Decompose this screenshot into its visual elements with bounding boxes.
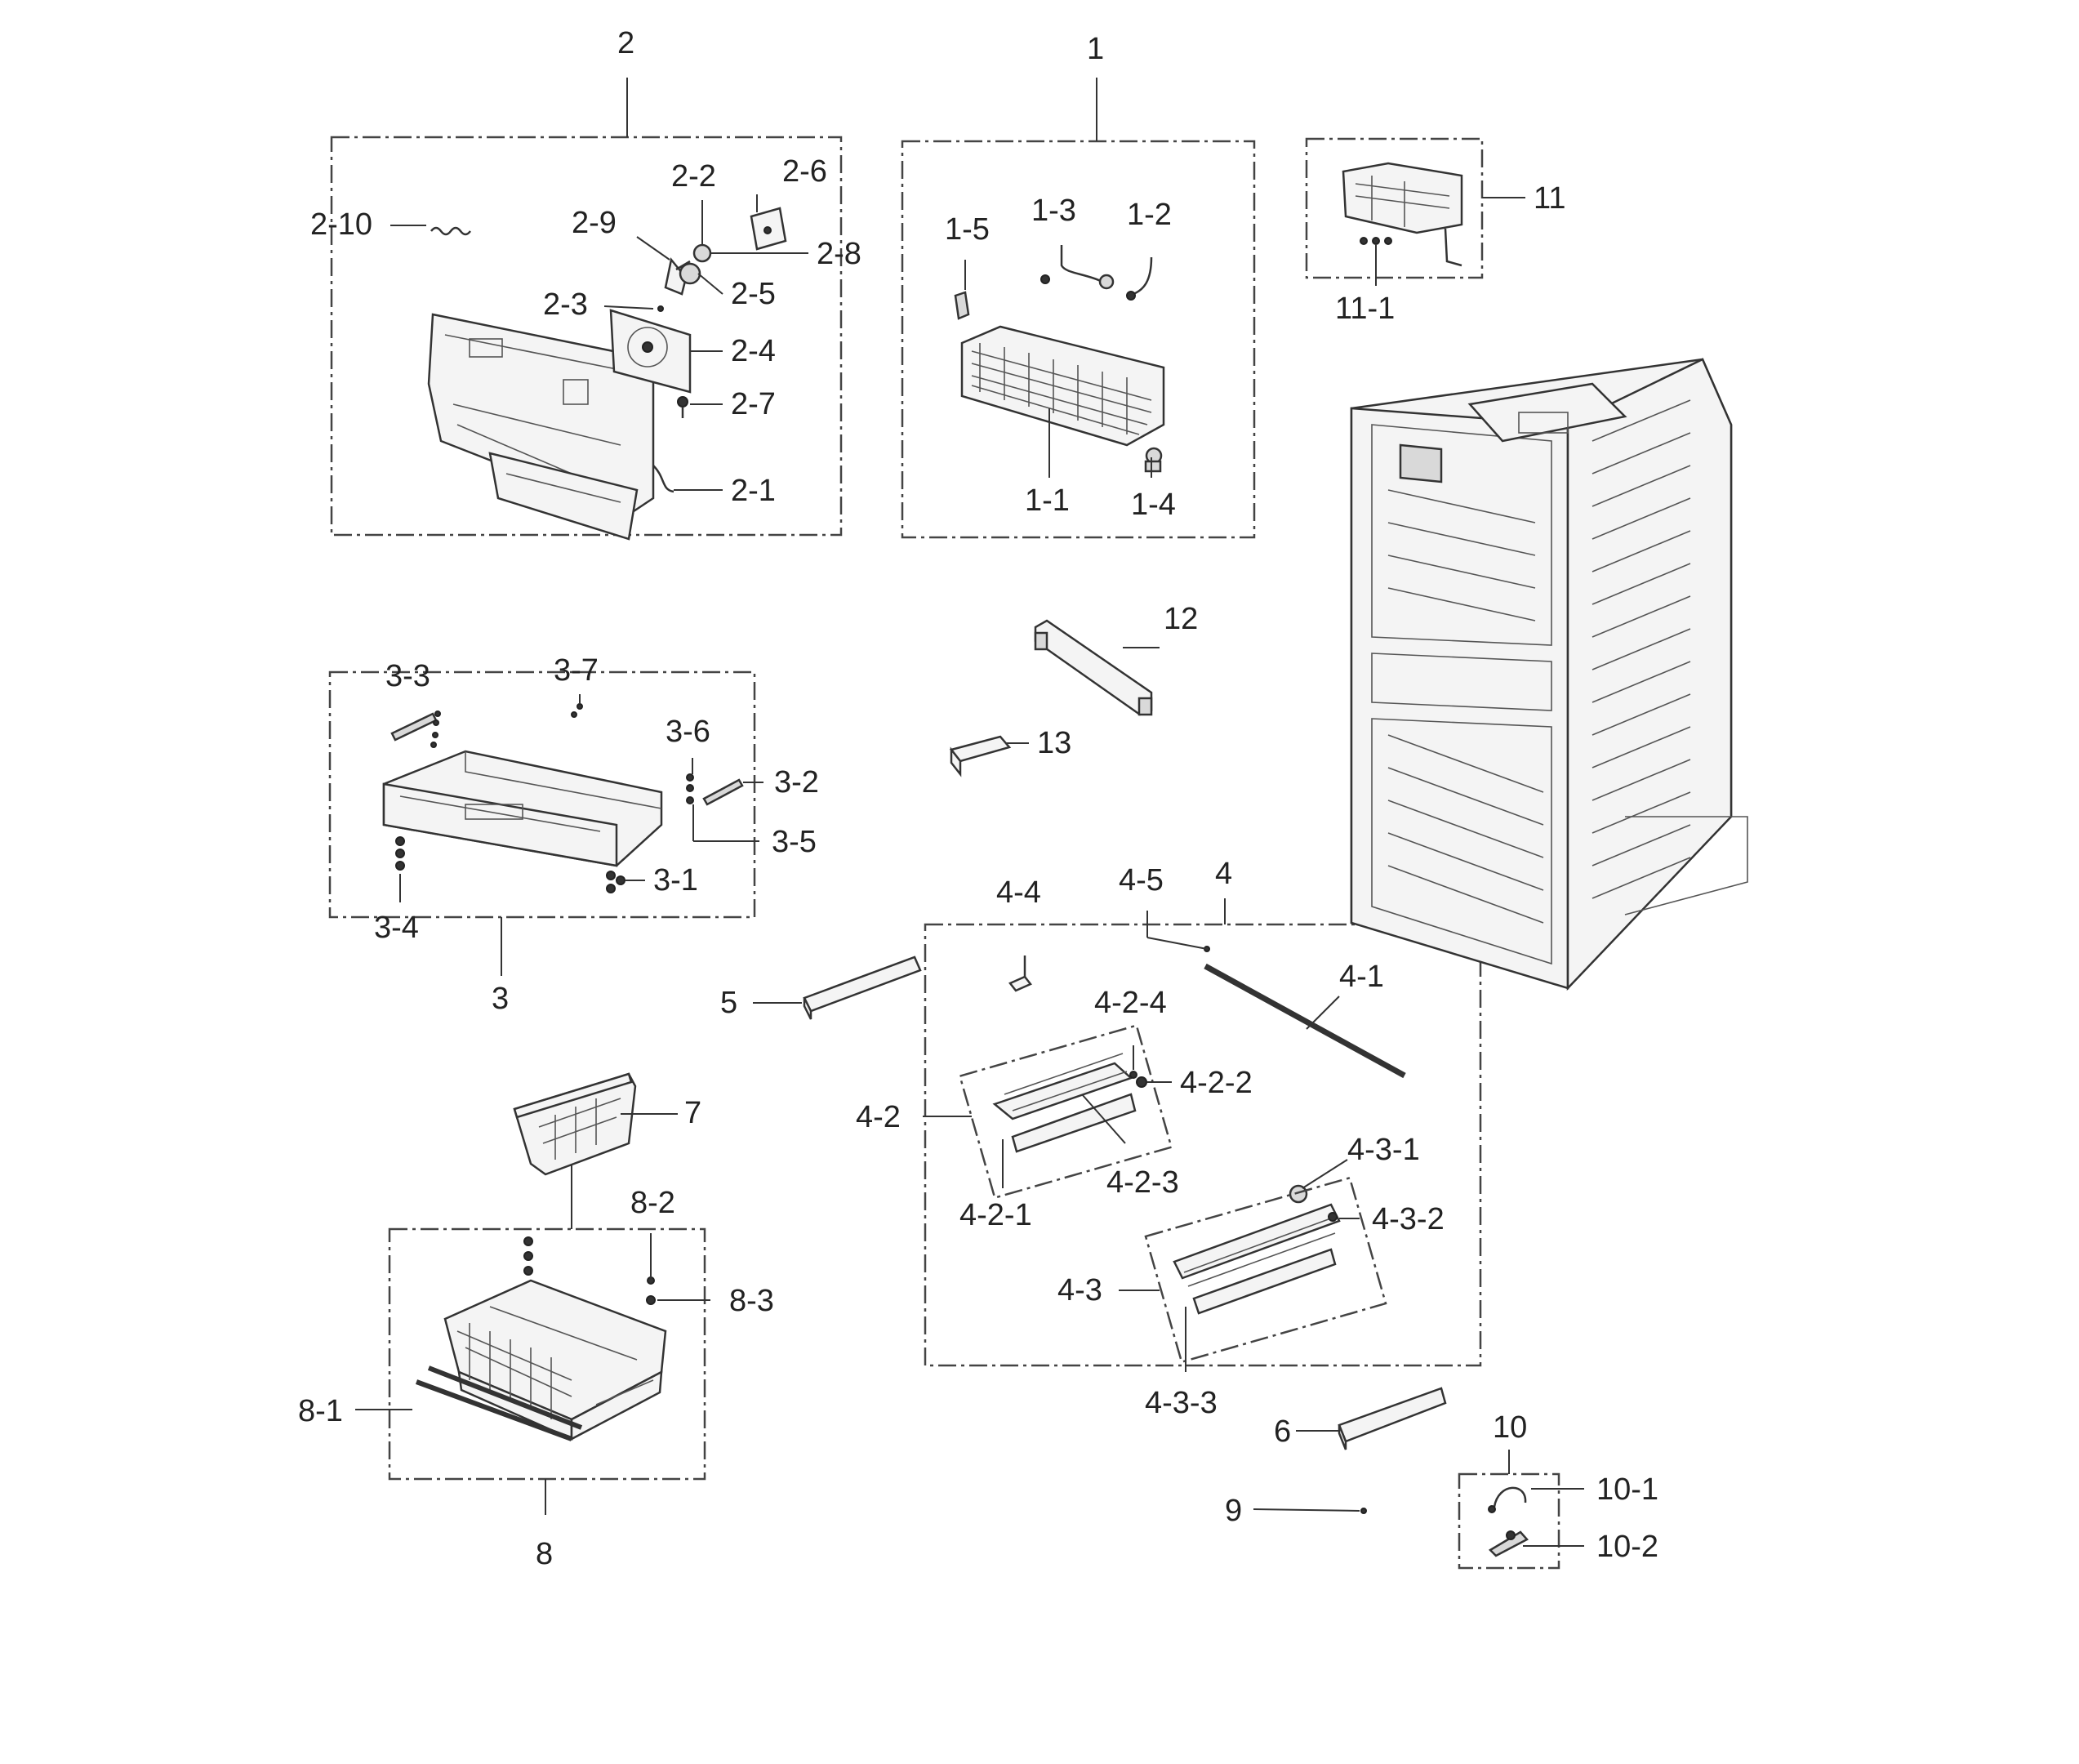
parts-3-1 [606,871,625,893]
label-4-3-3: 4-3-3 [1145,1386,1218,1420]
cover-hinge-12 [1034,619,1153,716]
refrigerator-cabinet [1350,358,1748,991]
label-1-2: 1-2 [1127,198,1172,232]
group-10-box [1458,1472,1560,1570]
label-2-6: 2-6 [782,154,827,189]
part-10-2 [1488,1530,1529,1557]
label-group-2: 2 [617,26,634,60]
wire-10-1 [1488,1486,1527,1513]
label-group-3: 3 [492,982,509,1016]
label-3-3: 3-3 [385,659,430,693]
label-3-6: 3-6 [666,715,710,749]
label-8-1: 8-1 [298,1394,343,1428]
label-12: 12 [1164,602,1198,636]
evaporator-cover-assembly [427,313,655,541]
harness-1-3 [1040,245,1115,290]
group-8-box [388,1227,706,1481]
wire-2-1 [652,465,674,493]
evaporator-1-1 [960,325,1165,447]
label-1-4: 1-4 [1131,488,1176,522]
parts-8 [523,1236,656,1305]
part-9 [1253,1508,1367,1514]
label-group-1: 1 [1087,32,1104,66]
label-1-3: 1-3 [1031,194,1076,228]
label-group-8: 8 [536,1537,553,1571]
cover-7 [513,1072,637,1176]
label-2-10: 2-10 [310,207,372,242]
group-3-box [328,670,756,919]
ice-maker-11 [1342,162,1463,267]
group-2-box [330,136,843,537]
screws-11-1 [1360,237,1392,245]
label-13: 13 [1037,726,1071,760]
label-4-2: 4-2 [856,1100,901,1134]
label-2-4: 2-4 [731,334,776,368]
label-4-4: 4-4 [996,875,1041,910]
group-11-box [1305,137,1484,279]
label-group-10: 10 [1493,1410,1527,1445]
label-4-3-1: 4-3-1 [1347,1133,1420,1167]
label-2-9: 2-9 [572,206,617,240]
screw-2-7 [677,396,688,418]
label-11-1: 11-1 [1335,292,1395,326]
parts-3-4 [395,836,405,871]
label-10-2: 10-2 [1596,1530,1658,1564]
label-4-2-3: 4-2-3 [1106,1165,1179,1200]
label-7: 7 [684,1096,701,1130]
label-1-5: 1-5 [945,212,990,247]
label-2-8: 2-8 [817,237,861,271]
label-10-1: 10-1 [1596,1472,1658,1507]
basket-8 [443,1279,667,1441]
group-1-box [901,140,1256,539]
label-2-1: 2-1 [731,474,776,508]
label-4-3: 4-3 [1057,1273,1102,1307]
label-5: 5 [720,986,737,1020]
label-group-11: 11 [1534,181,1565,216]
parts-4-2-4-2-2 [1129,1071,1147,1088]
label-3-5: 3-5 [772,825,817,859]
spring-2-10 [430,226,471,236]
label-9: 9 [1225,1494,1242,1528]
label-4-2-2: 4-2-2 [1180,1066,1253,1100]
label-4-2-1: 4-2-1 [959,1198,1032,1232]
label-2-3: 2-3 [543,287,588,322]
motor-2-5 [679,243,712,285]
label-2-5: 2-5 [731,277,776,311]
label-2-2: 2-2 [671,159,716,194]
rails-8-1 [415,1365,583,1441]
drawer-3 [382,750,663,867]
cover-5 [803,956,922,1020]
sensor-1-5 [954,291,970,320]
label-4-3-2: 4-3-2 [1372,1202,1445,1236]
sensor-1-2 [1126,256,1153,301]
cover-6 [1338,1387,1447,1450]
label-6: 6 [1274,1414,1291,1449]
block-13 [949,735,1012,777]
fuse-1-4 [1144,447,1163,473]
label-4-2-4: 4-2-4 [1094,986,1167,1020]
label-3-1: 3-1 [653,863,698,898]
label-group-4: 4 [1215,857,1232,891]
label-1-1: 1-1 [1025,483,1070,518]
block-4-4 [1008,956,1032,992]
label-4-1: 4-1 [1339,960,1384,994]
rail-assembly-4-3 [1173,1184,1341,1315]
label-8-2: 8-2 [630,1186,675,1220]
sensor-2-6 [750,207,787,251]
rail-assembly-4-2 [992,1053,1137,1153]
label-4-5: 4-5 [1119,863,1164,898]
screws-3-7 [571,703,583,718]
label-3-2: 3-2 [774,765,819,800]
label-3-7: 3-7 [554,653,599,688]
label-3-4: 3-4 [374,911,419,945]
label-8-3: 8-3 [729,1284,774,1318]
rail-3-2 [702,778,744,806]
parts-3-6-3-5 [686,773,694,804]
bar-4-1 [1204,963,1406,1079]
group-4-box [924,923,1482,1367]
label-2-7: 2-7 [731,387,776,421]
fan-motor-bracket-2-4 [609,309,692,394]
